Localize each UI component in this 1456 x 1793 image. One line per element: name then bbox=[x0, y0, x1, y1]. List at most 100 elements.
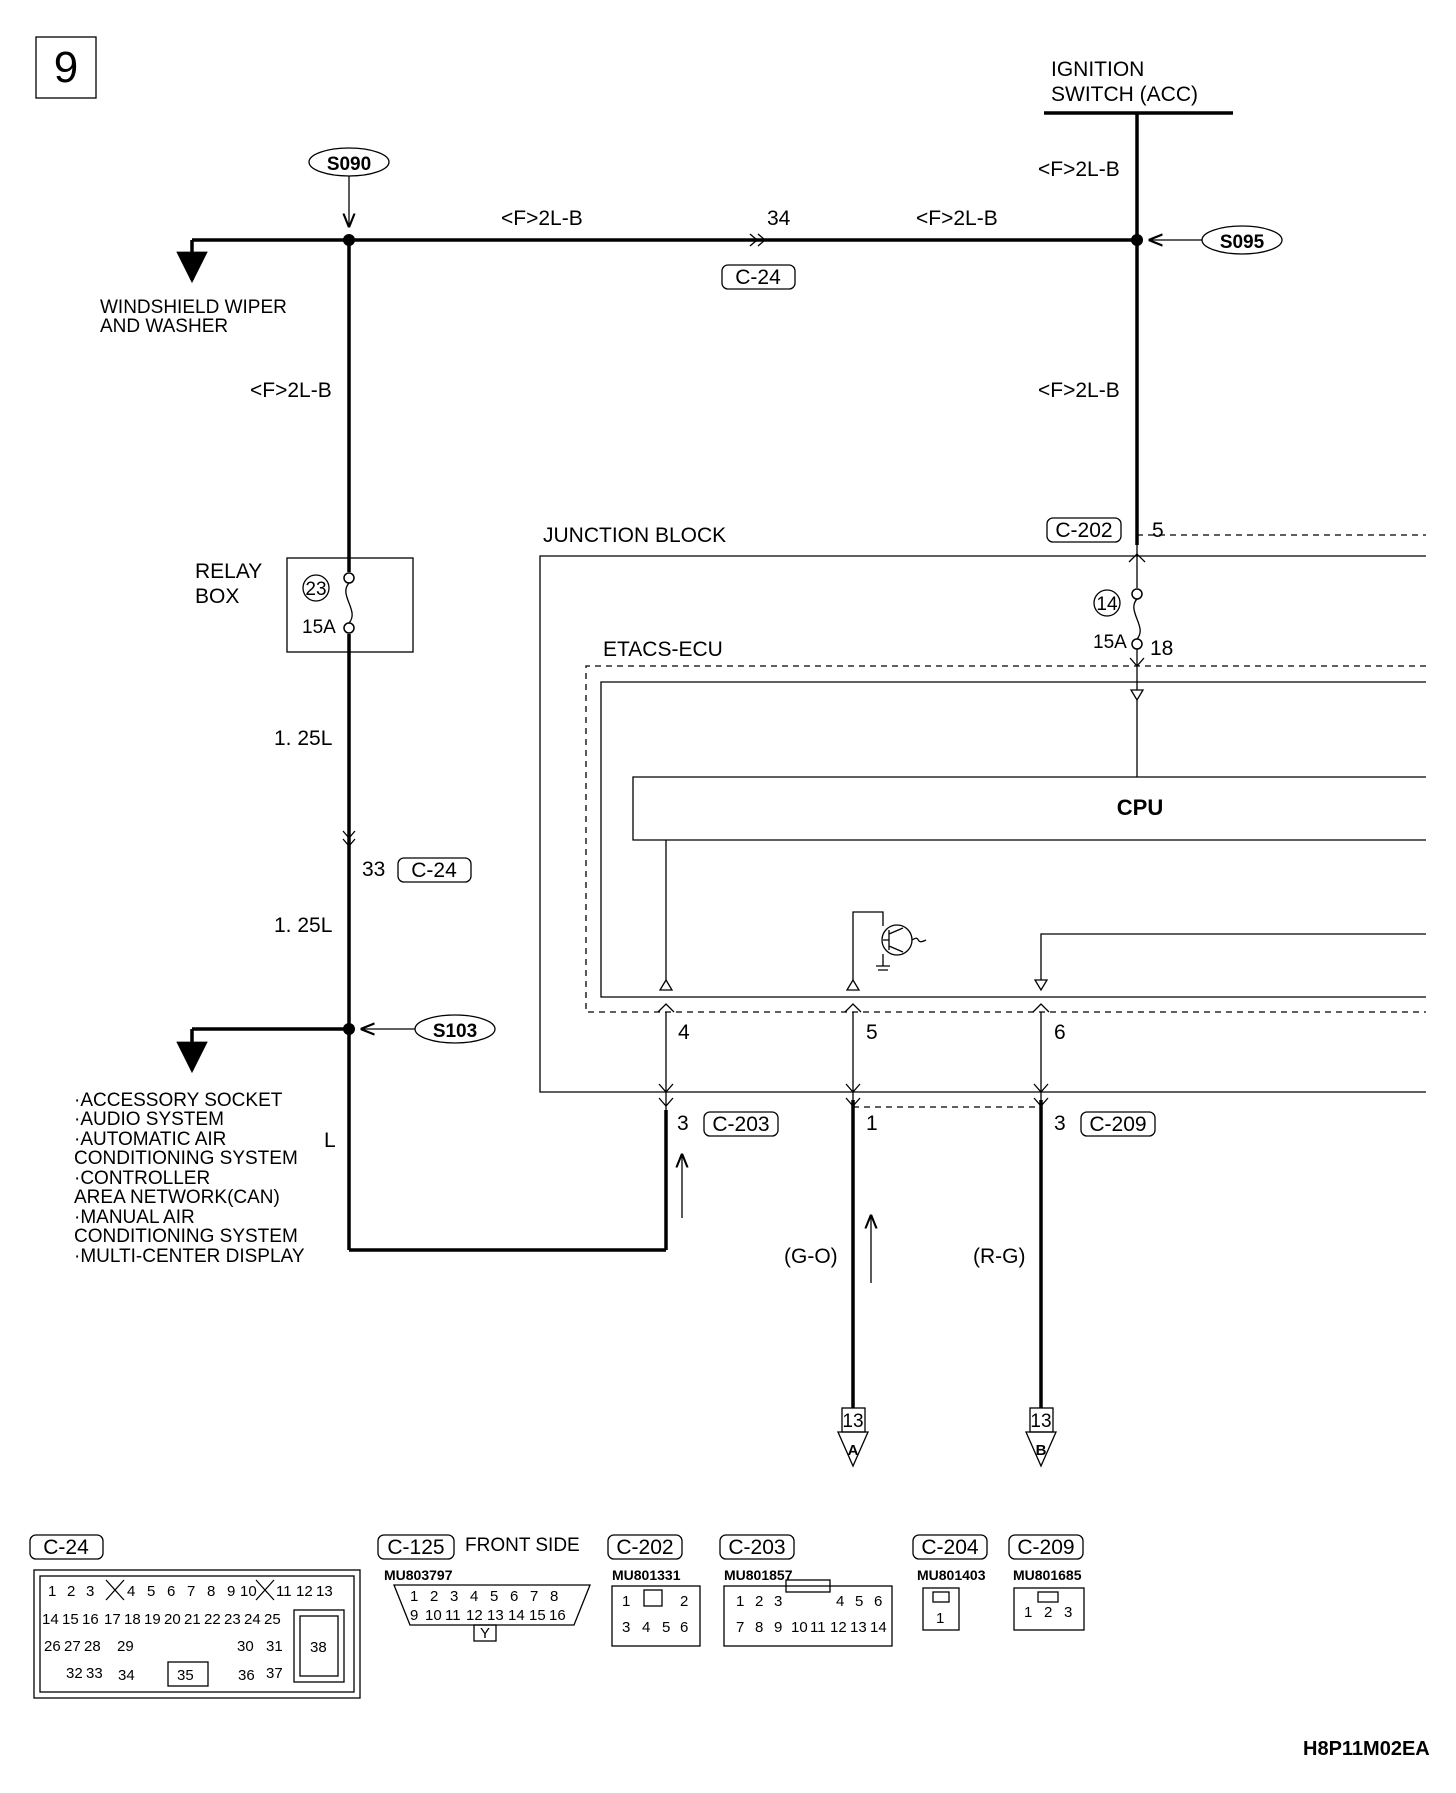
relay-box: RELAY BOX 23 15A bbox=[195, 557, 414, 653]
svg-text:·ACCESSORY SOCKET: ·ACCESSORY SOCKET bbox=[74, 1090, 283, 1111]
page-number-box: 9 bbox=[35, 36, 97, 99]
svg-text:11: 11 bbox=[810, 1619, 826, 1636]
svg-text:C-203: C-203 bbox=[712, 1113, 769, 1136]
svg-text:4: 4 bbox=[678, 1021, 690, 1044]
svg-text:5: 5 bbox=[662, 1619, 670, 1636]
svg-text:C-24: C-24 bbox=[411, 859, 457, 882]
ignition-label-2: SWITCH (ACC) bbox=[1051, 83, 1198, 106]
svg-text:S103: S103 bbox=[433, 1021, 477, 1042]
wire-labels: <F>2L-B <F>2L-B <F>2L-B <F>2L-B <F>2L-B … bbox=[250, 158, 1120, 1268]
svg-text:13: 13 bbox=[842, 1411, 863, 1432]
svg-text:2: 2 bbox=[430, 1588, 438, 1605]
svg-text:5: 5 bbox=[866, 1021, 878, 1044]
svg-text:17: 17 bbox=[104, 1611, 121, 1628]
svg-text:JUNCTION BLOCK: JUNCTION BLOCK bbox=[543, 524, 726, 547]
connector-c209: 1 3 C-209 bbox=[853, 1106, 1156, 1283]
svg-text:11: 11 bbox=[276, 1583, 292, 1600]
svg-text:31: 31 bbox=[266, 1638, 283, 1655]
svg-text:BOX: BOX bbox=[195, 585, 239, 608]
svg-text:27: 27 bbox=[64, 1638, 81, 1655]
svg-text:13: 13 bbox=[487, 1607, 504, 1624]
dest-wiper: WINDSHIELD WIPER AND WASHER bbox=[100, 297, 287, 337]
svg-text:C-209: C-209 bbox=[1017, 1536, 1074, 1559]
wire-right-upper: <F>2L-B bbox=[1038, 158, 1120, 181]
wire-left-upper: <F>2L-B bbox=[250, 379, 332, 402]
wire-top-left: <F>2L-B bbox=[501, 207, 583, 230]
ref-b: 13 B bbox=[1025, 1407, 1057, 1468]
svg-text:28: 28 bbox=[84, 1638, 101, 1655]
svg-text:15A: 15A bbox=[302, 617, 336, 638]
svg-text:1: 1 bbox=[1024, 1604, 1032, 1621]
wire-g-o: (G-O) bbox=[784, 1245, 838, 1268]
splice-s095: S095 bbox=[1150, 225, 1283, 255]
svg-text:1: 1 bbox=[936, 1610, 944, 1627]
svg-text:9: 9 bbox=[410, 1607, 418, 1624]
svg-text:CONDITIONING SYSTEM: CONDITIONING SYSTEM bbox=[74, 1226, 298, 1247]
svg-text:2: 2 bbox=[755, 1593, 763, 1610]
svg-text:16: 16 bbox=[549, 1607, 566, 1624]
svg-text:·AUDIO SYSTEM: ·AUDIO SYSTEM bbox=[74, 1109, 224, 1130]
svg-text:·MANUAL AIR: ·MANUAL AIR bbox=[74, 1207, 195, 1228]
svg-text:·MULTI-CENTER DISPLAY: ·MULTI-CENTER DISPLAY bbox=[74, 1246, 305, 1267]
svg-text:RELAY: RELAY bbox=[195, 560, 262, 583]
svg-text:S090: S090 bbox=[327, 154, 371, 175]
svg-text:22: 22 bbox=[204, 1611, 221, 1628]
svg-text:30: 30 bbox=[237, 1638, 254, 1655]
svg-text:1: 1 bbox=[736, 1593, 744, 1610]
wire-right-lower: <F>2L-B bbox=[1038, 379, 1120, 402]
svg-text:CPU: CPU bbox=[1117, 795, 1163, 820]
svg-text:2: 2 bbox=[680, 1593, 688, 1610]
svg-text:2: 2 bbox=[1044, 1604, 1052, 1621]
svg-text:10: 10 bbox=[425, 1607, 442, 1624]
svg-text:C-202: C-202 bbox=[616, 1536, 673, 1559]
svg-text:3: 3 bbox=[774, 1593, 782, 1610]
svg-text:20: 20 bbox=[164, 1611, 181, 1628]
svg-text:8: 8 bbox=[550, 1588, 558, 1605]
connector-c24-mid: 33 C-24 bbox=[342, 830, 472, 883]
svg-text:·CONTROLLER: ·CONTROLLER bbox=[74, 1168, 210, 1189]
wire-top-right: <F>2L-B bbox=[916, 207, 998, 230]
svg-text:4: 4 bbox=[642, 1619, 650, 1636]
svg-text:18: 18 bbox=[1150, 637, 1173, 660]
svg-text:14: 14 bbox=[42, 1611, 59, 1628]
svg-text:FRONT SIDE: FRONT SIDE bbox=[465, 1535, 580, 1556]
svg-text:13: 13 bbox=[850, 1619, 867, 1636]
svg-text:C-125: C-125 bbox=[387, 1536, 444, 1559]
svg-text:12: 12 bbox=[830, 1619, 847, 1636]
ignition-switch: IGNITION SWITCH (ACC) bbox=[1044, 58, 1233, 115]
wire-relay-out-2: 1. 25L bbox=[274, 914, 332, 937]
svg-text:C-209: C-209 bbox=[1089, 1113, 1146, 1136]
svg-text:3: 3 bbox=[622, 1619, 630, 1636]
connector-view-c203: C-203 MU801857 1 2 3 4 5 6 7 8 9 10 11 1… bbox=[719, 1534, 893, 1647]
connector-view-c209: C-209 MU801685 1 2 3 bbox=[1008, 1534, 1085, 1631]
svg-text:ETACS-ECU: ETACS-ECU bbox=[603, 638, 723, 661]
svg-text:14: 14 bbox=[508, 1607, 525, 1624]
splice-s103: S103 bbox=[362, 1014, 496, 1044]
diagram-code: H8P11M02EA bbox=[1303, 1738, 1430, 1760]
svg-text:16: 16 bbox=[82, 1611, 99, 1628]
svg-text:1: 1 bbox=[866, 1112, 878, 1135]
main-wires bbox=[176, 113, 1143, 1408]
svg-text:5: 5 bbox=[490, 1588, 498, 1605]
svg-text:7: 7 bbox=[736, 1619, 744, 1636]
svg-text:MU801857: MU801857 bbox=[724, 1567, 793, 1583]
svg-text:4: 4 bbox=[127, 1583, 135, 1600]
svg-text:A: A bbox=[848, 1442, 859, 1459]
svg-text:1: 1 bbox=[622, 1593, 630, 1610]
svg-text:6: 6 bbox=[680, 1619, 688, 1636]
svg-text:C-202: C-202 bbox=[1055, 519, 1112, 542]
etacs-ecu: ETACS-ECU CPU bbox=[585, 638, 1426, 1013]
svg-text:4: 4 bbox=[836, 1593, 844, 1610]
svg-text:15A: 15A bbox=[1093, 632, 1127, 653]
page-number: 9 bbox=[54, 43, 78, 92]
svg-text:11: 11 bbox=[445, 1607, 461, 1624]
svg-text:6: 6 bbox=[1054, 1021, 1066, 1044]
svg-text:B: B bbox=[1036, 1442, 1047, 1459]
svg-text:34: 34 bbox=[767, 207, 791, 230]
svg-text:·AUTOMATIC AIR: ·AUTOMATIC AIR bbox=[74, 1129, 226, 1150]
svg-text:29: 29 bbox=[117, 1638, 134, 1655]
svg-text:WINDSHIELD WIPER: WINDSHIELD WIPER bbox=[100, 297, 287, 318]
svg-text:34: 34 bbox=[118, 1667, 135, 1684]
